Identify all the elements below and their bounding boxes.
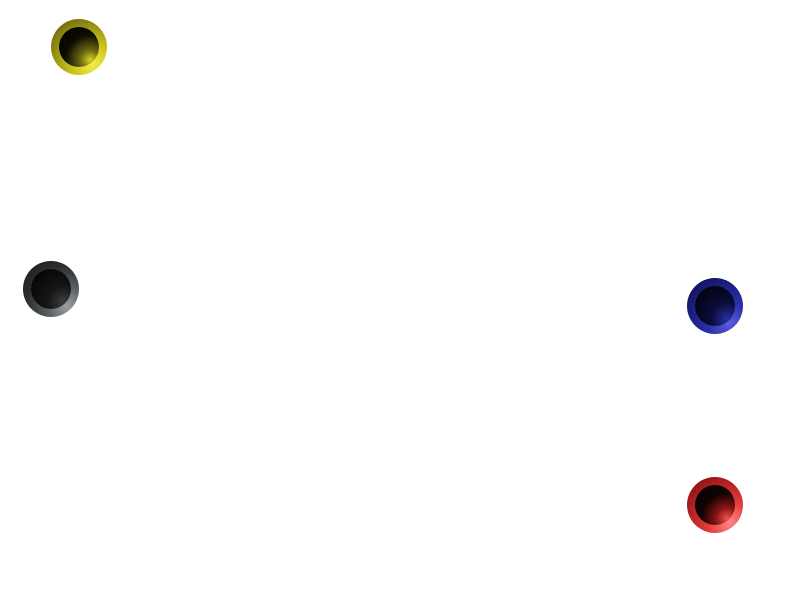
blue-round-button[interactable] <box>687 278 743 334</box>
blue-button-center <box>695 286 735 326</box>
yellow-button-center <box>59 27 99 67</box>
red-button-center <box>695 485 735 525</box>
black-round-button[interactable] <box>23 261 79 317</box>
red-round-button[interactable] <box>687 477 743 533</box>
yellow-round-button[interactable] <box>51 19 107 75</box>
black-button-center <box>31 269 71 309</box>
